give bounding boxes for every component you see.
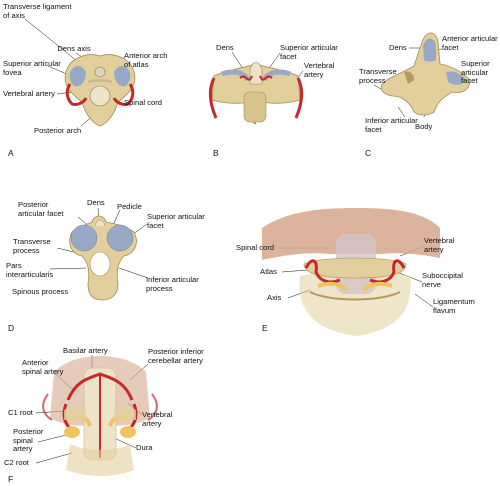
label-superior-fovea: Superior articular fovea (3, 59, 61, 77)
label-dens-b: Dens (216, 43, 234, 52)
label-inferior-process-d: Inferior articular process (146, 275, 199, 293)
label-pars-interarticularis: Pars interarticularis (6, 261, 54, 279)
label-spinal-cord-a: Spinal cord (124, 98, 162, 107)
panel-letter-b: B (213, 148, 219, 158)
label-superior-facet-d: Superior articular facet (147, 212, 205, 230)
label-dura: Dura (136, 443, 153, 452)
panel-letter-a: A (8, 148, 14, 158)
label-anterior-spinal: Anterior spinal artery (22, 358, 64, 376)
panel-letter-d: D (8, 323, 15, 333)
label-transverse-process-c: Transverse process (359, 67, 397, 85)
label-basilar-artery: Basilar artery (63, 346, 108, 355)
atlas-axis-anterior-view (208, 62, 304, 125)
label-body-c: Body (415, 122, 433, 131)
label-superior-facet-b: Superior articular facet (280, 43, 338, 61)
label-transverse-ligament: Transverse ligament of axis (3, 2, 72, 20)
panel-letter-f: F (8, 474, 14, 484)
label-c2-root: C2 root (4, 458, 29, 467)
label-anterior-arch: Anterior arch of atlas (124, 51, 168, 69)
label-spinal-cord-e: Spinal cord (236, 243, 274, 252)
axis-oblique-view (380, 32, 471, 116)
label-vertebral-artery-b: Vertebral artery (304, 61, 335, 79)
posterior-dissection-view (262, 208, 440, 336)
label-pedicle-d: Pedicle (117, 202, 142, 211)
panel-letter-c: C (365, 148, 372, 158)
label-vertebral-artery-e: Vertebral artery (424, 236, 455, 254)
craniocervical-arteries-view (42, 356, 158, 476)
label-ligamentum-flavum: Ligamentum flavum (433, 297, 475, 315)
label-atlas: Atlas (260, 267, 277, 276)
label-vertebral-artery-a: Vertebral artery (3, 89, 55, 98)
label-vertebral-artery-f: Vertebral artery (142, 410, 173, 428)
label-spinous-process: Spinous process (12, 287, 69, 296)
label-suboccipital-nerve: Suboccipital nerve (422, 271, 463, 289)
label-dens-c: Dens (389, 43, 407, 52)
label-axis: Axis (267, 293, 282, 302)
atlas-superior-view (64, 54, 136, 127)
label-superior-facet-c: Superior articular facet (461, 59, 490, 86)
axis-posterior-view (69, 215, 137, 301)
label-posterior-facet-d: Posterior articular facet (18, 200, 64, 218)
label-anterior-facet: Anterior articular facet (442, 34, 498, 52)
label-posterior-arch: Posterior arch (34, 126, 82, 135)
label-inferior-facet-c: Inferior articular facet (365, 116, 418, 134)
label-c1-root: C1 root (8, 408, 33, 417)
label-dens-d: Dens (87, 198, 105, 207)
label-posterior-spinal: Posterior spinal artery (13, 427, 44, 454)
label-pica: Posterior inferior cerebellar artery (148, 347, 204, 365)
label-transverse-process-d: Transverse process (13, 237, 51, 255)
panel-letter-e: E (262, 323, 268, 333)
label-dens-axis: Dens axis (57, 44, 91, 53)
